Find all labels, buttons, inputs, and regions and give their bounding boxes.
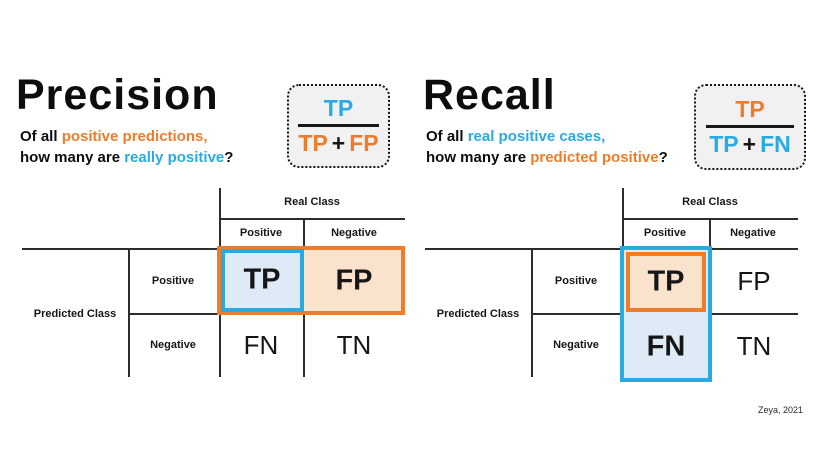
precision-title: Precision xyxy=(16,71,219,119)
precision-formula-box: TP TP+FP xyxy=(287,84,390,168)
recall-col-positive: Positive xyxy=(643,227,687,239)
recall-title: Recall xyxy=(423,71,556,119)
recall-subtitle-line2: how many are predicted positive? xyxy=(426,150,668,165)
recall-subtitle-line1-highlight: real positive cases, xyxy=(467,128,606,145)
recall-formula-box: TP TP+FN xyxy=(694,84,806,170)
recall-cell-fp: FP xyxy=(737,266,771,296)
precision-formula-numerator: TP xyxy=(323,94,354,121)
recall-predicted-class-label: Predicted Class xyxy=(436,308,520,320)
precision-cell-fn: FN xyxy=(243,330,279,360)
precision-highlight-tp-cell xyxy=(221,249,304,312)
grid-line-horizontal xyxy=(425,248,798,250)
recall-row-negative: Negative xyxy=(553,339,599,351)
precision-cell-tn: TN xyxy=(336,330,372,360)
recall-subtitle-line2-suffix: ? xyxy=(658,149,668,166)
fraction-line xyxy=(297,124,380,127)
grid-line-horizontal xyxy=(22,248,405,250)
author-signature: Zeya, 2021 xyxy=(757,405,803,415)
recall-denominator-tp: TP xyxy=(709,131,739,157)
precision-row-positive: Positive xyxy=(151,275,195,287)
fraction-line xyxy=(705,125,795,128)
precision-formula-denominator: TP+FP xyxy=(298,130,379,156)
precision-denominator-fp: FP xyxy=(349,130,379,156)
grid-line-vertical xyxy=(128,248,130,377)
grid-line-vertical xyxy=(531,248,533,377)
precision-subtitle-line1-prefix: Of all xyxy=(20,128,62,145)
precision-cell-fp: FP xyxy=(335,264,373,297)
precision-subtitle-line2-prefix: how many are xyxy=(20,149,125,166)
precision-subtitle-line1: Of all positive predictions, xyxy=(20,129,208,144)
recall-formula-numerator: TP xyxy=(735,95,765,122)
grid-line-horizontal xyxy=(219,218,405,220)
recall-subtitle-line2-highlight: predicted positive xyxy=(530,149,659,166)
precision-col-negative: Negative xyxy=(331,227,377,239)
precision-subtitle-line2-highlight: really positive xyxy=(124,149,225,166)
recall-col-negative: Negative xyxy=(730,227,776,239)
recall-row-positive: Positive xyxy=(554,275,598,287)
precision-row-negative: Negative xyxy=(150,339,196,351)
plus-sign: + xyxy=(331,130,346,156)
grid-line-horizontal xyxy=(622,218,798,220)
recall-formula-denominator: TP+FN xyxy=(709,131,791,157)
recall-highlight-tp-cell xyxy=(626,252,706,312)
recall-real-class-label: Real Class xyxy=(682,196,738,208)
precision-col-positive: Positive xyxy=(239,227,283,239)
recall-subtitle-line2-prefix: how many are xyxy=(426,149,531,166)
precision-predicted-class-label: Predicted Class xyxy=(33,308,117,320)
recall-subtitle-line1: Of all real positive cases, xyxy=(426,129,605,144)
recall-subtitle-line1-prefix: Of all xyxy=(426,128,468,145)
precision-real-class-label: Real Class xyxy=(284,196,340,208)
recall-cell-tn: TN xyxy=(736,331,772,361)
recall-cell-tp: TP xyxy=(647,265,685,298)
plus-sign: + xyxy=(742,131,757,157)
precision-cell-tp: TP xyxy=(243,263,281,296)
precision-subtitle-line2: how many are really positive? xyxy=(20,150,233,165)
precision-subtitle-line2-suffix: ? xyxy=(224,149,234,166)
precision-denominator-tp: TP xyxy=(298,130,328,156)
precision-subtitle-line1-highlight: positive predictions, xyxy=(61,128,208,145)
recall-cell-fn: FN xyxy=(646,330,686,363)
recall-denominator-fn: FN xyxy=(760,131,791,157)
